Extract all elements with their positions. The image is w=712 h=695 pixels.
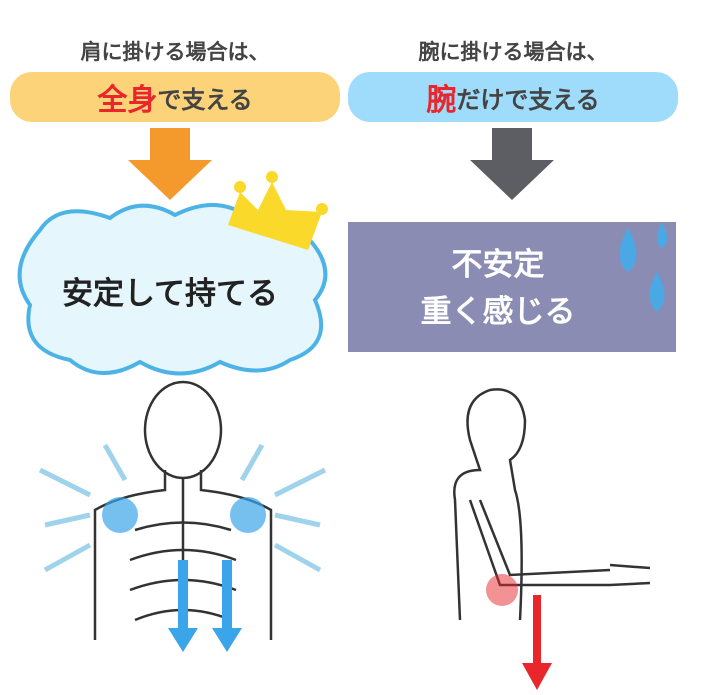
right-pill-text: だけで支える — [456, 85, 600, 114]
down-arrow-icon — [470, 128, 554, 200]
cloud-shape — [17, 203, 328, 376]
water-drop-icon — [619, 222, 667, 312]
down-arrow-icon — [522, 595, 552, 690]
down-arrow-icon — [128, 128, 212, 200]
left-pill-text: で支える — [157, 85, 253, 114]
arm-figure — [453, 388, 651, 621]
down-arrow-icon — [168, 560, 242, 652]
left-highlight: 全身 — [97, 83, 158, 118]
crown-icon — [228, 171, 328, 250]
force-arrows — [38, 443, 327, 573]
right-pill: 腕だけで支える — [348, 72, 678, 122]
unstable-text: 不安定 — [451, 247, 545, 283]
stable-text: 安定して持てる — [61, 276, 279, 312]
left-caption: 肩に掛ける場合は、 — [80, 40, 270, 64]
right-highlight: 腕 — [426, 83, 457, 118]
left-pill: 全身で支える — [10, 72, 340, 122]
heavy-text: 重く感じる — [420, 294, 576, 330]
right-caption: 腕に掛ける場合は、 — [418, 40, 608, 64]
